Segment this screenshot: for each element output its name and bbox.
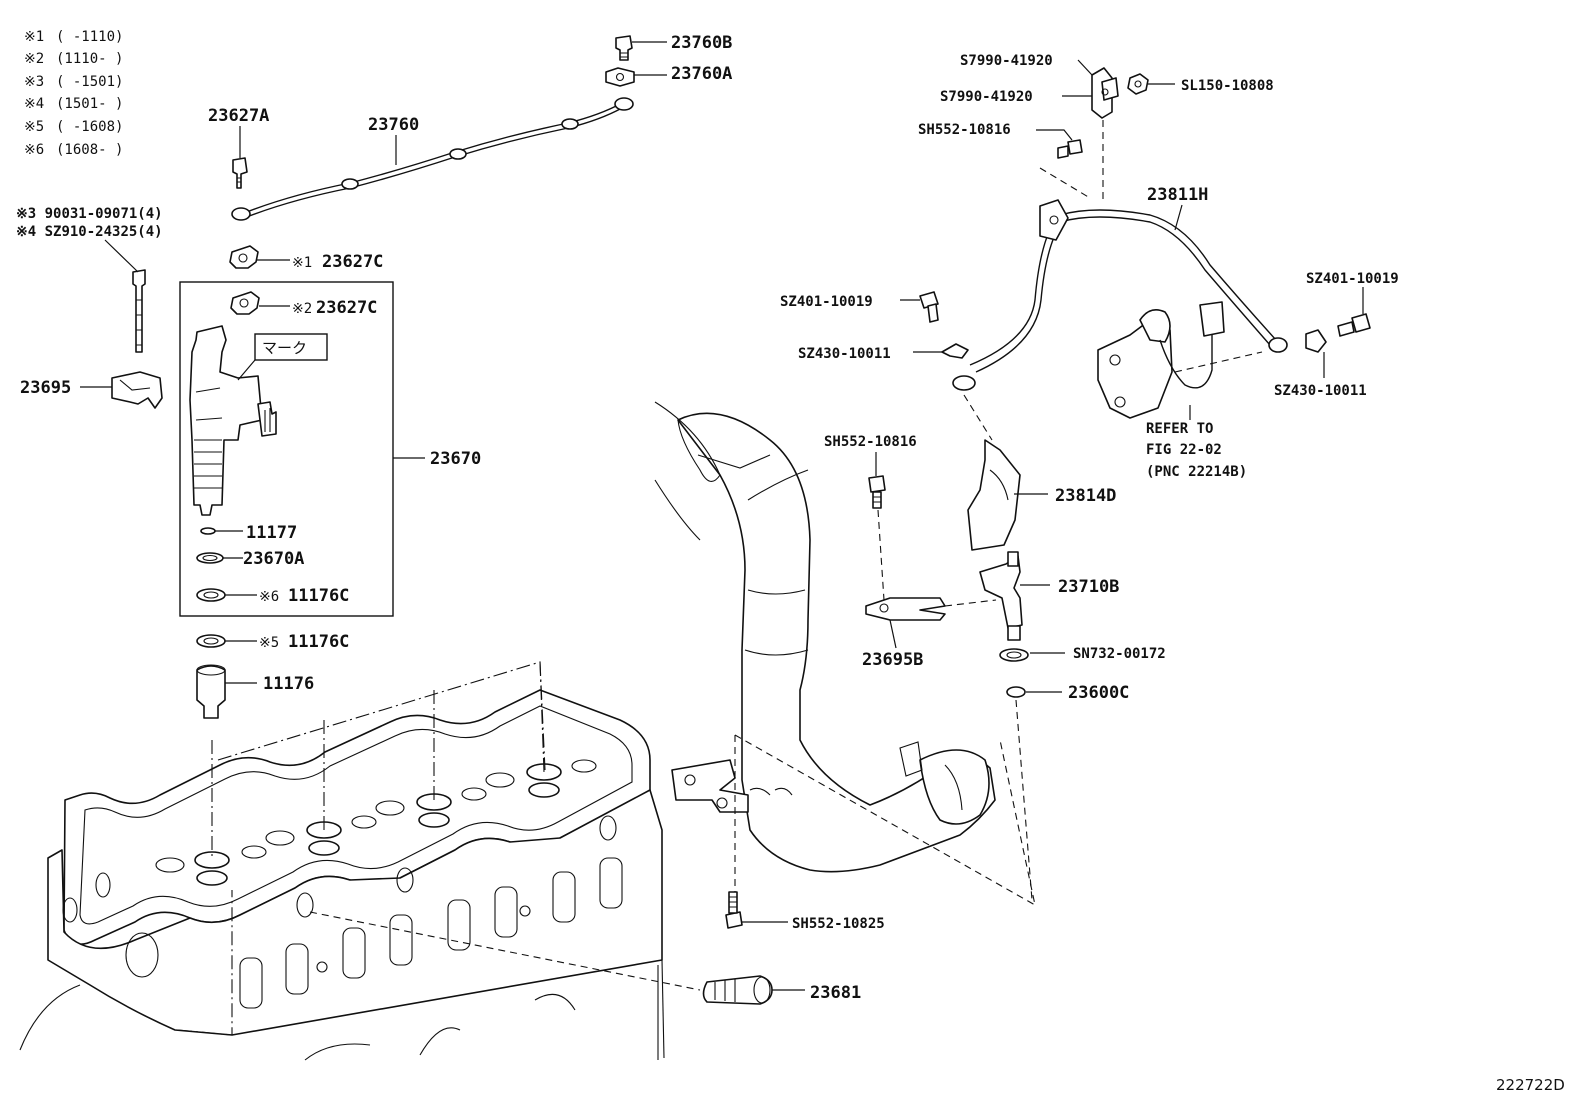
label-SZ430-10011-a: SZ430-10011 — [798, 346, 891, 362]
injector-assembly — [111, 35, 635, 719]
note-1-mark: ※1 — [24, 29, 44, 45]
label-SZ401-10019-b: SZ401-10019 — [1306, 271, 1399, 287]
label-11176: 11176 — [263, 674, 314, 694]
label-11176C-5: 11176C — [288, 632, 349, 652]
leader-lines — [80, 41, 1364, 991]
bolt-sh552-10825 — [725, 891, 743, 929]
label-S7990-41920-b: S7990-41920 — [940, 89, 1033, 105]
label-11176C-5-mark: ※5 — [259, 635, 279, 651]
label-23627C-2: 23627C — [316, 298, 377, 318]
label-23811H: 23811H — [1147, 185, 1208, 205]
note-5-mark: ※5 — [24, 119, 44, 135]
label-23627C-1-mark: ※1 — [292, 255, 312, 271]
label-SZ401-10019-a: SZ401-10019 — [780, 294, 873, 310]
refer-line-1: REFER TO — [1146, 421, 1213, 437]
note-4-range: (1501- ) — [56, 96, 123, 112]
label-11176C-6-mark: ※6 — [259, 589, 279, 605]
part-labels: 23760B 23760A 23627A 23760 ※3 90031-0907… — [16, 33, 1399, 1003]
label-23627C-1: 23627C — [322, 252, 383, 272]
label-23760: 23760 — [368, 115, 419, 135]
label-23627A: 23627A — [208, 106, 269, 126]
note-3-mark: ※3 — [24, 74, 44, 90]
label-23600C: 23600C — [1068, 683, 1129, 703]
figure-code: 222722D — [1496, 1076, 1565, 1094]
note-6-mark: ※6 — [24, 142, 44, 158]
note-2-mark: ※2 — [24, 51, 44, 67]
label-11177: 11177 — [246, 523, 297, 543]
label-23760A: 23760A — [671, 64, 732, 84]
note-3-range: ( -1501) — [56, 74, 123, 90]
label-bolt-alt-2: ※4 SZ910-24325(4) — [16, 224, 163, 240]
cylinder-head — [19, 661, 665, 1061]
note-5-range: ( -1608) — [56, 119, 123, 135]
label-SH552-10816-a: SH552-10816 — [918, 122, 1011, 138]
exhaust-pipe — [654, 401, 1036, 907]
label-11176C-6: 11176C — [288, 586, 349, 606]
note-1-range: ( -1110) — [56, 29, 123, 45]
label-23681: 23681 — [810, 983, 861, 1003]
refer-line-3: (PNC 22214B) — [1146, 464, 1247, 480]
label-23695B: 23695B — [862, 650, 923, 670]
label-SH552-10825: SH552-10825 — [792, 916, 885, 932]
label-mark: マーク — [262, 339, 307, 357]
label-SZ430-10011-b: SZ430-10011 — [1274, 383, 1367, 399]
refer-line-2: FIG 22-02 — [1146, 442, 1222, 458]
applicability-notes: ※1 ( -1110) ※2 (1110- ) ※3 ( -1501) ※4 (… — [24, 29, 123, 158]
label-S7990-41920-a: S7990-41920 — [960, 53, 1053, 69]
label-23760B: 23760B — [671, 33, 732, 53]
label-23670: 23670 — [430, 449, 481, 469]
label-23814D: 23814D — [1055, 486, 1116, 506]
note-4-mark: ※4 — [24, 96, 44, 112]
label-bolt-alt-1: ※3 90031-09071(4) — [16, 206, 163, 222]
label-23710B: 23710B — [1058, 577, 1119, 597]
label-23627C-2-mark: ※2 — [292, 301, 312, 317]
wire-harness — [865, 67, 1371, 901]
label-SN732-00172: SN732-00172 — [1073, 646, 1166, 662]
label-23695: 23695 — [20, 378, 71, 398]
label-SH552-10816-b: SH552-10816 — [824, 434, 917, 450]
note-6-range: (1608- ) — [56, 142, 123, 158]
label-SL150-10808: SL150-10808 — [1181, 78, 1274, 94]
sleeve-23681 — [309, 911, 773, 1005]
note-2-range: (1110- ) — [56, 51, 123, 67]
label-23670A: 23670A — [243, 549, 304, 569]
